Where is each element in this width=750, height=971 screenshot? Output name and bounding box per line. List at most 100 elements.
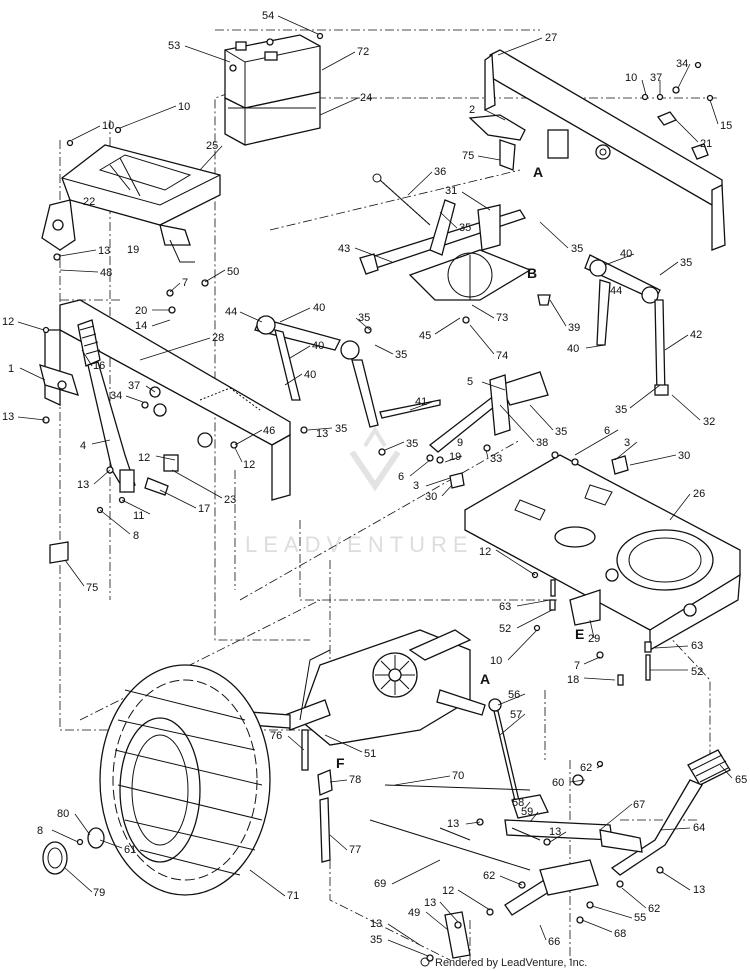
view-letter-b: B (527, 265, 537, 281)
rear-upper-frame (468, 49, 726, 251)
callout-54: 54 (262, 10, 274, 22)
callout-17: 17 (198, 503, 210, 515)
lift-spring (372, 173, 431, 226)
transmission (249, 629, 486, 746)
footer: Rendered by LeadVenture, Inc. (420, 957, 587, 969)
battery-box (224, 91, 321, 146)
callout-30: 30 (678, 450, 690, 462)
callout-78: 78 (349, 774, 361, 786)
callout-57: 57 (510, 709, 522, 721)
callout-21: 21 (700, 138, 712, 150)
callout-67: 67 (633, 799, 645, 811)
lift-shaft-assembly (359, 199, 526, 275)
callout-69: 69 (374, 878, 386, 890)
battery-tray (41, 144, 221, 263)
callout-63: 63 (499, 601, 511, 613)
view-letter-e: E (575, 626, 584, 642)
callout-73: 73 (496, 312, 508, 324)
callout-19: 19 (449, 451, 461, 463)
callout-7: 7 (182, 277, 188, 289)
callout-62: 62 (483, 870, 495, 882)
callout-7: 7 (574, 660, 580, 672)
callout-6: 6 (398, 471, 404, 483)
watermark-text: LEADVENTURE (245, 532, 474, 557)
callout-38: 38 (536, 437, 548, 449)
callout-59: 59 (521, 806, 533, 818)
callout-13: 13 (447, 818, 459, 830)
callout-43: 43 (338, 243, 350, 255)
callout-35: 35 (335, 423, 347, 435)
callout-35: 35 (406, 438, 418, 450)
callout-31: 31 (445, 185, 457, 197)
callout-1: 1 (8, 363, 14, 375)
callout-20: 20 (135, 305, 147, 317)
callout-10: 10 (178, 101, 190, 113)
callout-27: 27 (545, 32, 557, 44)
callout-13: 13 (77, 479, 89, 491)
callout-35: 35 (370, 934, 382, 946)
callout-60: 60 (552, 777, 564, 789)
callout-4: 4 (80, 440, 86, 452)
leader-lines (17, 15, 733, 957)
callout-79: 79 (93, 887, 105, 899)
pedal-linkage (426, 859, 599, 962)
view-letter-a: A (533, 164, 543, 180)
callout-34: 34 (676, 58, 688, 70)
callout-61: 61 (124, 844, 136, 856)
spacers (641, 61, 714, 160)
battery (224, 34, 321, 109)
view-letter-f: F (336, 755, 345, 771)
callout-49: 49 (408, 907, 420, 919)
callout-3: 3 (413, 480, 419, 492)
callout-40: 40 (567, 343, 579, 355)
callout-56: 56 (508, 689, 520, 701)
callout-65: 65 (735, 774, 747, 786)
callout-62: 62 (648, 903, 660, 915)
callout-12: 12 (138, 452, 150, 464)
bushing (49, 541, 69, 564)
callout-3: 3 (624, 437, 630, 449)
callout-45: 45 (419, 330, 431, 342)
callout-18: 18 (567, 674, 579, 686)
callout-6: 6 (604, 425, 610, 437)
callout-70: 70 (452, 770, 464, 782)
callout-25: 25 (206, 140, 218, 152)
callout-41: 41 (415, 396, 427, 408)
assembly-guide-lines (59, 29, 720, 961)
callout-34: 34 (110, 390, 122, 402)
callout-12: 12 (479, 546, 491, 558)
callout-71: 71 (287, 890, 299, 902)
callout-35: 35 (358, 312, 370, 324)
footer-text: Rendered by LeadVenture, Inc. (435, 957, 587, 969)
callout-5: 5 (467, 376, 473, 388)
callout-11: 11 (133, 510, 144, 522)
foot-pedal (610, 749, 731, 876)
callout-58: 58 (512, 797, 524, 809)
callout-62: 62 (580, 762, 592, 774)
callout-63: 63 (691, 640, 703, 652)
callout-19: 19 (127, 244, 139, 256)
lift-arm-left (254, 315, 379, 428)
callout-29: 29 (588, 633, 600, 645)
callout-14: 14 (135, 320, 147, 332)
callout-40: 40 (313, 302, 325, 314)
callout-36: 36 (434, 166, 446, 178)
left-frame-rail (39, 299, 291, 501)
cross-shaft (369, 784, 643, 871)
callout-28: 28 (212, 332, 224, 344)
callout-35: 35 (459, 222, 471, 234)
callout-33: 33 (490, 453, 502, 465)
callout-32: 32 (703, 416, 715, 428)
callout-37: 37 (128, 380, 140, 392)
callout-13: 13 (370, 918, 382, 930)
callout-74: 74 (496, 350, 508, 362)
callout-52: 52 (499, 623, 511, 635)
callout-35: 35 (680, 257, 692, 269)
hub-cap (42, 827, 105, 875)
callout-13: 13 (693, 884, 705, 896)
callout-42: 42 (690, 329, 702, 341)
battery-bolt (316, 32, 324, 40)
callout-64: 64 (693, 822, 705, 834)
